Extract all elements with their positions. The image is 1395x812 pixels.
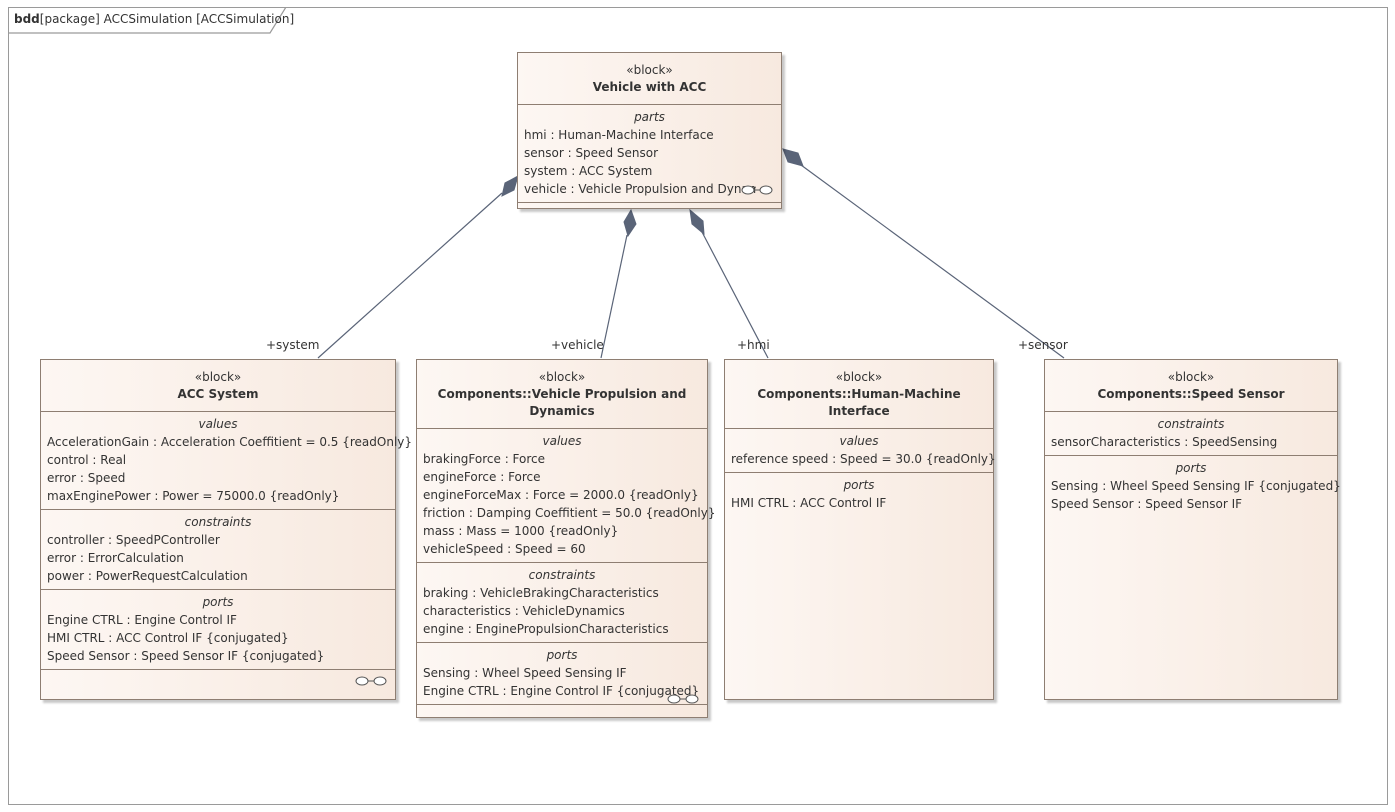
compartment-title: constraints <box>1157 417 1225 431</box>
value-row: reference speed : Speed = 30.0 {readOnly… <box>731 452 996 466</box>
part-row: sensor : Speed Sensor <box>524 146 659 160</box>
link-chain-icon <box>667 694 699 704</box>
stereotype-label: «block» <box>194 370 242 384</box>
link-system <box>317 192 503 359</box>
compartment-title: parts <box>634 110 665 124</box>
block-acc-system[interactable]: «block» ACC System values AccelerationGa… <box>40 359 413 700</box>
value-row: control : Real <box>47 453 127 467</box>
constraint-row: error : ErrorCalculation <box>47 551 184 565</box>
constraint-row: braking : VehicleBrakingCharacteristics <box>423 586 659 600</box>
role-sensor: +sensor <box>1018 338 1068 352</box>
link-hmi <box>701 231 769 359</box>
compartment-title: values <box>839 434 879 448</box>
ports-compartment: ports Sensing : Wheel Speed Sensing IF E… <box>417 643 707 705</box>
frame-kind: bdd <box>14 12 40 26</box>
port-row: Sensing : Wheel Speed Sensing IF <box>423 666 627 680</box>
composition-diamond-sensor <box>782 148 804 167</box>
block-name: Components::Human-Machine Interface <box>757 387 961 418</box>
block-header: «block» Components::Speed Sensor <box>1045 360 1337 412</box>
value-row: mass : Mass = 1000 {readOnly} <box>423 524 619 538</box>
constraints-compartment: constraints braking : VehicleBrakingChar… <box>417 563 707 643</box>
compartment-title: constraints <box>528 568 596 582</box>
constraint-row: characteristics : VehicleDynamics <box>423 604 625 618</box>
role-hmi: +hmi <box>737 338 770 352</box>
compartment-title: values <box>542 434 582 448</box>
constraint-row: engine : EnginePropulsionCharacteristics <box>423 622 669 636</box>
composition-diamond-hmi <box>689 208 705 236</box>
compartment-title: ports <box>202 595 234 609</box>
ports-compartment: ports HMI CTRL : ACC Control IF <box>725 473 993 516</box>
value-row: error : Speed <box>47 471 126 485</box>
link-sensor <box>800 164 1065 359</box>
stereotype-label: «block» <box>835 370 883 384</box>
constraints-compartment: constraints sensorCharacteristics : Spee… <box>1045 412 1337 456</box>
stereotype-label: «block» <box>626 63 673 77</box>
port-row: HMI CTRL : ACC Control IF {conjugated} <box>47 631 289 645</box>
value-row: friction : Damping Coeffitient = 50.0 {r… <box>423 506 716 520</box>
constraint-row: controller : SpeedPController <box>47 533 220 547</box>
block-vehicle-propulsion-dynamics[interactable]: «block» Components::Vehicle Propulsion a… <box>416 359 716 718</box>
stereotype-label: «block» <box>1167 370 1215 384</box>
port-row: Speed Sensor : Speed Sensor IF <box>1051 497 1243 511</box>
link-chain-icon <box>355 676 387 686</box>
parts-compartment: parts hmi : Human-Machine Interface sens… <box>518 105 781 203</box>
frame-tab-outline <box>8 7 287 34</box>
values-compartment: values AccelerationGain : Acceleration C… <box>41 412 413 510</box>
port-row: Engine CTRL : Engine Control IF {conjuga… <box>423 684 700 698</box>
value-row: engineForce : Force <box>423 470 541 484</box>
diagram-frame <box>8 7 1388 805</box>
block-name: ACC System <box>177 387 259 401</box>
frame-name: [package] ACCSimulation [ACCSimulation] <box>39 12 295 26</box>
block-header: «block» Vehicle with ACC <box>518 53 781 105</box>
part-row: vehicle : Vehicle Propulsion and Dynami <box>524 182 756 196</box>
value-row: engineForceMax : Force = 2000.0 {readOnl… <box>423 488 699 502</box>
port-row: Speed Sensor : Speed Sensor IF {conjugat… <box>47 649 325 663</box>
block-vehicle-with-acc[interactable]: «block» Vehicle with ACC parts hmi : Hum… <box>517 52 782 209</box>
role-system: +system <box>266 338 320 352</box>
role-vehicle: +vehicle <box>551 338 604 352</box>
compartment-title: constraints <box>184 515 252 529</box>
part-row: system : ACC System <box>524 164 653 178</box>
block-header: «block» Components::Human-Machine Interf… <box>725 360 993 429</box>
block-header: «block» Components::Vehicle Propulsion a… <box>417 360 707 429</box>
block-header: «block» ACC System <box>41 360 395 412</box>
constraint-row: power : PowerRequestCalculation <box>47 569 248 583</box>
value-row: brakingForce : Force <box>423 452 546 466</box>
port-row: HMI CTRL : ACC Control IF <box>731 496 887 510</box>
port-row: Sensing : Wheel Speed Sensing IF {conjug… <box>1051 479 1341 493</box>
stereotype-label: «block» <box>538 370 586 384</box>
compartment-title: ports <box>843 478 875 492</box>
values-compartment: values brakingForce : Force engineForce … <box>417 429 716 563</box>
frame-title: bdd[package] ACCSimulation [ACCSimulatio… <box>14 12 294 26</box>
compartment-title: ports <box>546 648 578 662</box>
ports-compartment: ports Sensing : Wheel Speed Sensing IF {… <box>1045 456 1341 517</box>
block-name: Vehicle with ACC <box>592 80 707 94</box>
link-vehicle <box>600 234 628 359</box>
value-row: AccelerationGain : Acceleration Coeffiti… <box>47 435 413 449</box>
part-row: hmi : Human-Machine Interface <box>524 128 714 142</box>
composition-diamond-system <box>501 174 519 197</box>
composition-diamond-vehicle <box>623 208 637 238</box>
link-chain-icon <box>741 185 773 195</box>
block-name: Components::Speed Sensor <box>1097 387 1285 401</box>
constraint-row: sensorCharacteristics : SpeedSensing <box>1051 435 1278 449</box>
block-name: Components::Vehicle Propulsion and Dynam… <box>437 387 687 418</box>
compartment-title: ports <box>1175 461 1207 475</box>
compartment-title: values <box>198 417 238 431</box>
block-speed-sensor[interactable]: «block» Components::Speed Sensor constra… <box>1044 359 1341 700</box>
value-row: maxEnginePower : Power = 75000.0 {readOn… <box>47 489 340 503</box>
ports-compartment: ports Engine CTRL : Engine Control IF HM… <box>41 590 395 670</box>
block-human-machine-interface[interactable]: «block» Components::Human-Machine Interf… <box>724 359 996 700</box>
port-row: Engine CTRL : Engine Control IF <box>47 613 237 627</box>
constraints-compartment: constraints controller : SpeedPControlle… <box>41 510 395 590</box>
values-compartment: values reference speed : Speed = 30.0 {r… <box>725 429 996 473</box>
value-row: vehicleSpeed : Speed = 60 <box>423 542 586 556</box>
